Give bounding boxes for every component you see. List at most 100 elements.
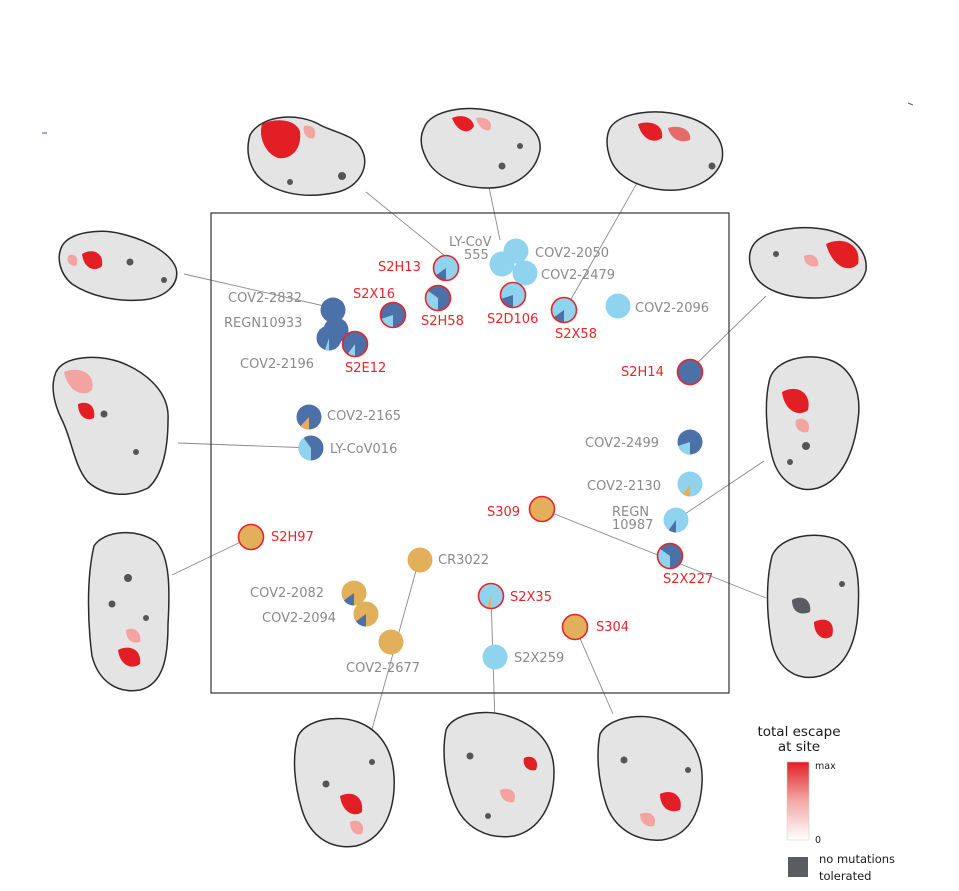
antibody-marker-s2x16: [379, 301, 407, 329]
pie-outline: [528, 495, 556, 523]
rbd-structure-bottom-center: [443, 711, 555, 838]
antibody-marker-cov2-2130: [677, 471, 703, 497]
pie-slice-primary: [482, 644, 508, 670]
rbd-structure-bottom-left: [293, 717, 395, 848]
pie-slice-primary: [529, 496, 555, 522]
antibody-marker-cov2-2050: [503, 238, 529, 264]
antibody-label: REGN10933: [224, 316, 302, 331]
pie-slice-primary: [605, 293, 631, 319]
antibody-marker-s2x259: [482, 644, 508, 670]
antibody-label: S2H58: [421, 314, 464, 329]
antibody-marker-cov2-2832: [320, 297, 346, 323]
antibody-label: S2X35: [510, 590, 552, 605]
antibody-label: COV2-2196: [240, 357, 314, 372]
pie-slice-secondary: [298, 437, 311, 461]
antibody-marker-s2e12: [341, 330, 369, 358]
antibody-marker-s2d106: [499, 281, 527, 309]
antibody-label: S2X227: [663, 572, 713, 587]
antibody-label: COV2-2082: [250, 586, 324, 601]
antibody-label: COV2-2832: [228, 291, 302, 306]
colorbar-max-label: max: [815, 761, 836, 772]
pie-outline: [550, 296, 578, 324]
pie-slice-primary: [677, 359, 703, 385]
pie-outline: [561, 613, 589, 641]
pie-slice-secondary: [682, 484, 690, 497]
rbd-structure-left-3: [87, 531, 170, 692]
antibody-marker-s2x58: [550, 296, 578, 324]
pie-slice-primary: [378, 629, 404, 655]
antibody-marker-s2h13: [432, 254, 460, 282]
rbd-structure-right-2: [765, 356, 860, 491]
antibody-marker-cr3022: [407, 547, 433, 573]
pie-slice-secondary: [668, 520, 676, 533]
antibody-label: COV2-2130: [587, 479, 661, 494]
antibody-label: S2X16: [353, 287, 395, 302]
antibody-marker-cov2-2196: [316, 325, 342, 351]
no-mutations-label-line1: no mutations: [819, 852, 895, 866]
legend-title-line1: total escape: [757, 724, 840, 740]
pie-slice-primary: [512, 260, 538, 286]
antibody-label: COV2-2096: [635, 301, 709, 316]
antibody-label: S2H97: [271, 530, 314, 545]
antibody-label: COV2-2050: [535, 246, 609, 261]
rbd-structure-top-left: [247, 116, 366, 197]
antibody-label: COV2-2677: [346, 661, 420, 676]
antibody-marker-s304: [561, 613, 589, 641]
pie-outline: [237, 523, 265, 551]
antibody-marker-s2h58: [424, 284, 452, 312]
antibody-label: S2E12: [345, 361, 386, 376]
pie-outline: [656, 542, 684, 570]
antibody-label: CR3022: [438, 553, 489, 568]
antibody-marker-cov2-2165: [296, 404, 322, 430]
antibody-label: COV2-2094: [262, 611, 336, 626]
antibody-label: REGN: [612, 505, 649, 520]
pie-slice-secondary: [678, 442, 690, 455]
antibody-marker-ly-cov016: [298, 435, 324, 461]
antibody-markers: [237, 238, 704, 670]
antibody-label: COV2-2499: [585, 436, 659, 451]
antibody-marker-s2x227: [656, 542, 684, 570]
pie-outline: [477, 582, 505, 610]
no-mutations-swatch: [788, 857, 808, 877]
pie-outline: [424, 284, 452, 312]
antibody-marker-regn10987: [663, 507, 689, 533]
pie-outline: [432, 254, 460, 282]
pie-slice-secondary: [487, 596, 491, 609]
plot-frame: [210, 212, 730, 694]
antibody-marker-cov2-2479: [512, 260, 538, 286]
pie-slice-secondary: [501, 295, 513, 308]
pie-slice-secondary: [343, 593, 354, 606]
antibody-label: S2H14: [621, 365, 664, 380]
antibody-label: COV2-2479: [541, 268, 615, 283]
rbd-structure-right-1: [748, 226, 867, 299]
pie-slice-primary: [407, 547, 433, 573]
pie-slice-primary: [238, 524, 264, 550]
stray-mark: [907, 102, 914, 106]
antibody-label: S309: [487, 505, 520, 520]
pie-outline: [341, 330, 369, 358]
antibody-label: 555: [464, 248, 489, 263]
pie-slice-secondary: [381, 315, 393, 328]
antibody-label: 10987: [612, 518, 653, 533]
rbd-structure-bottom-right: [597, 715, 703, 841]
pie-slice-secondary: [325, 338, 329, 351]
rbd-structure-right-3: [766, 534, 860, 679]
colorbar-min-label: 0: [815, 835, 821, 846]
pie-slice-secondary: [355, 614, 366, 627]
antibody-label: COV2-2165: [327, 409, 401, 424]
antibody-marker-cov2-2082: [341, 580, 367, 606]
pie-slice-primary: [562, 614, 588, 640]
antibody-label: S2X259: [514, 651, 564, 666]
antibody-marker-cov2-2094: [353, 601, 379, 627]
legend-title-line2: at site: [778, 739, 820, 755]
escape-legend: total escape at site max 0 no mutations …: [757, 724, 895, 883]
rbd-structure-left-2: [52, 356, 169, 495]
no-mutations-label-line2: tolerated: [819, 869, 871, 883]
connector-lines: [171, 182, 767, 734]
escape-colorbar: [786, 761, 810, 841]
antibody-label: LY-CoV016: [330, 442, 397, 457]
antibody-marker-cov2-2677: [378, 629, 404, 655]
pie-slice-primary: [503, 238, 529, 264]
rbd-structure-left-1: [58, 230, 178, 302]
